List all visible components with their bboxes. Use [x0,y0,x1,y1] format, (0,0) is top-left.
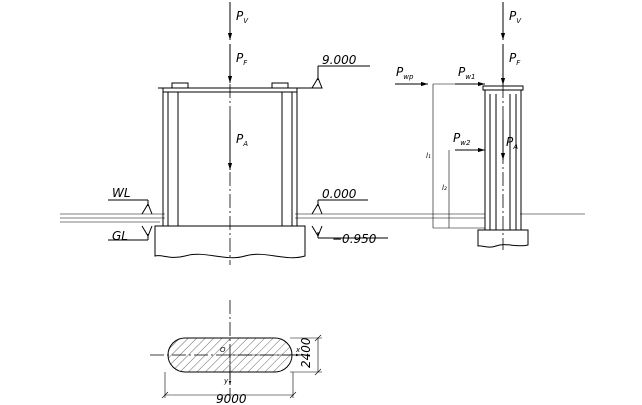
l2-label: l₂ [442,184,447,192]
pf-left-label: PF [236,51,248,67]
section-y-label: y [223,377,229,385]
load-arrows [227,2,506,170]
level-top: 9.000 [322,53,357,67]
level-markers [108,65,388,241]
right-pier [477,85,529,248]
pa-left-label: PA [236,132,248,148]
section-x-label: x [295,346,301,354]
pa-right-label: PA [506,135,518,151]
pw1-label: Pw1 [458,65,475,81]
pv-right-label: PV [509,9,522,25]
level-ground: 0.000 [322,187,357,201]
pv-left-label: PV [236,9,249,25]
pw2-label: Pw2 [453,131,471,147]
level-gl: GL [112,229,128,243]
left-pier [154,82,306,259]
pf-right-label: PF [509,51,521,67]
cross-section [161,334,322,399]
section-origin-label: O [220,346,226,354]
lever-arms [432,83,485,229]
section-length-label: 9000 [216,392,247,405]
l1-label: l₁ [426,152,431,160]
pwp-label: Pwp [396,65,414,81]
section-width-label: 2400 [299,337,313,368]
level-bottom: −0.950 [332,232,377,246]
ground-lines [60,213,585,223]
level-wl: WL [112,186,131,200]
